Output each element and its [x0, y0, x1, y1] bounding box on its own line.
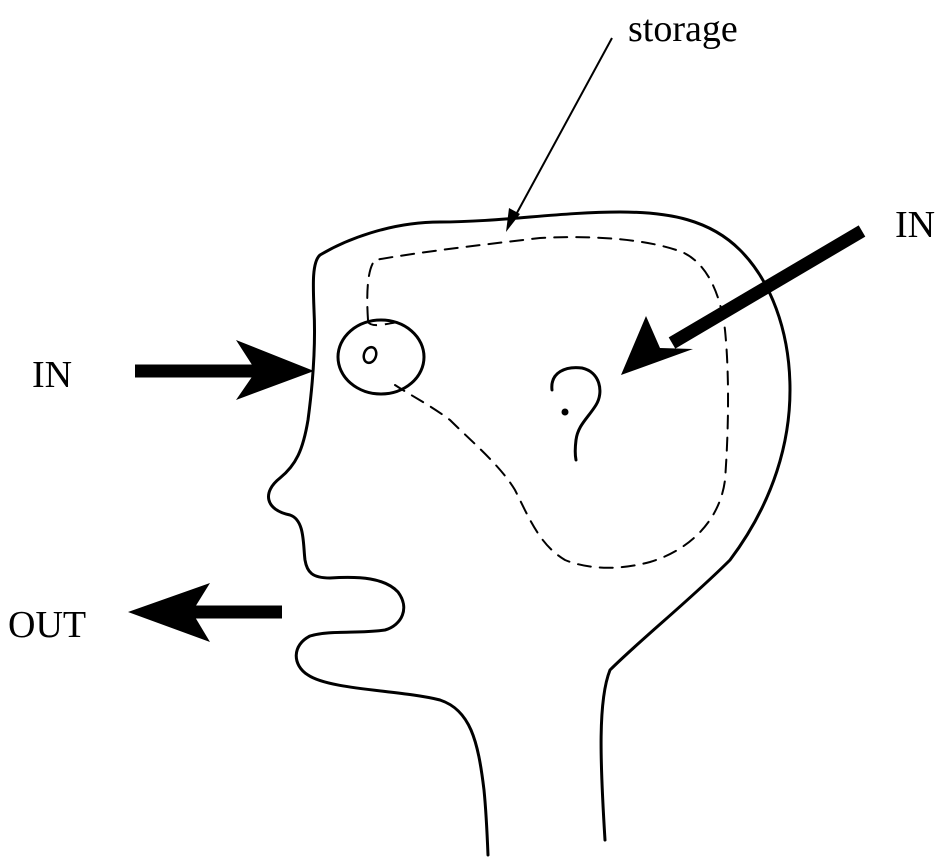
in-label-top: IN: [895, 206, 935, 244]
out-label: OUT: [8, 606, 86, 644]
storage-region: [367, 237, 728, 568]
in-top-arrowhead: [621, 316, 693, 375]
eye-pupil: [362, 345, 379, 364]
in-top-arrow-shaft: [672, 231, 862, 343]
eye: [338, 320, 424, 394]
question-mark: [552, 368, 600, 460]
storage-label: storage: [628, 10, 738, 48]
head-outline: [269, 212, 790, 855]
question-mark-dot: [562, 409, 569, 416]
storage-pointer-line: [512, 38, 612, 222]
in-label-left: IN: [32, 356, 72, 394]
